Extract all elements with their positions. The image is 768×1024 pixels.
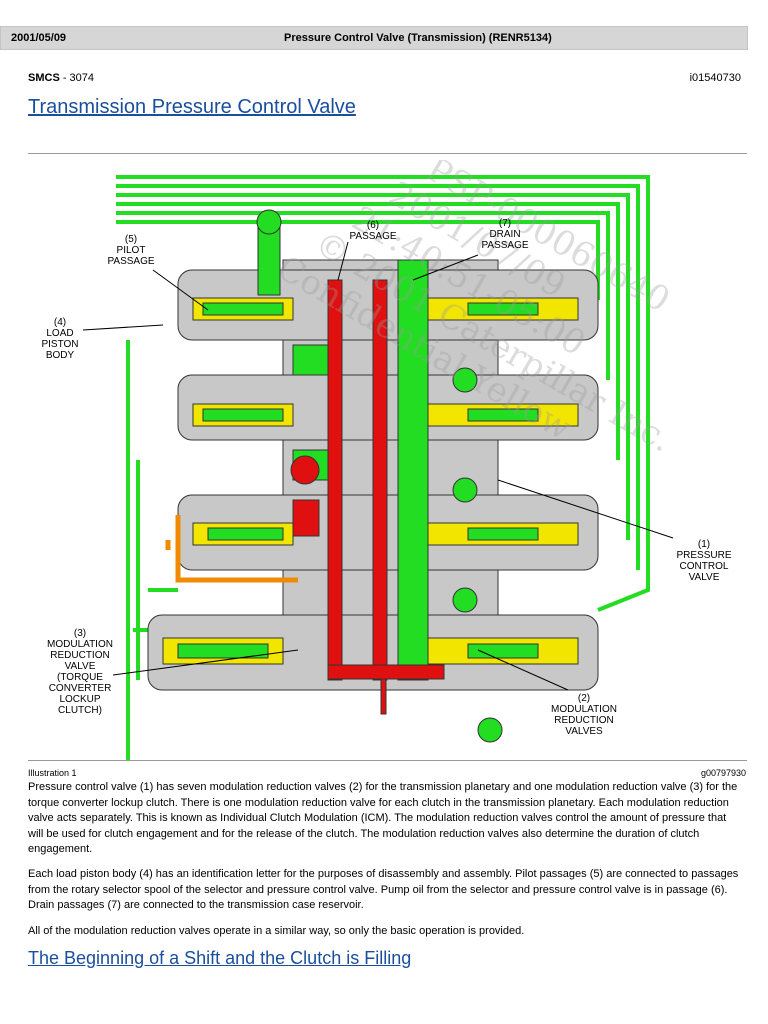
label-mrvs-reduction: REDUCTION — [554, 715, 613, 726]
smcs-label: SMCS — [28, 72, 60, 84]
illustration-id: g00797930 — [700, 768, 746, 778]
label-passage: PASSAGE — [349, 231, 396, 242]
label-body: BODY — [46, 350, 75, 361]
label-piston: PISTON — [41, 339, 78, 350]
label-mrv-valve: VALVE — [65, 661, 96, 672]
label-pcv-control: CONTROL — [680, 561, 729, 572]
label-pilot-passage: PASSAGE — [107, 256, 154, 267]
leader-lines — [82, 241, 674, 691]
green-passages — [256, 209, 503, 743]
valve-body-group — [147, 269, 599, 691]
callout-labels: (6) PASSAGE (7) DRAIN PASSAGE (5) PILOT … — [41, 218, 731, 737]
section-subtitle-link[interactable]: The Beginning of a Shift and the Clutch … — [28, 948, 412, 968]
label-mrv-converter: CONVERTER — [49, 683, 112, 694]
label-mrv-reduction: REDUCTION — [50, 650, 109, 661]
label-mrv-number: (3) — [74, 628, 86, 639]
label-pilot-number: (5) — [125, 234, 137, 245]
label-mrvs-valves: VALVES — [565, 726, 603, 737]
label-mrvs-number: (2) — [578, 693, 590, 704]
label-passage-number: (6) — [367, 220, 379, 231]
label-mrv-modulation: MODULATION — [47, 639, 113, 650]
header-document-title: Pressure Control Valve (Transmission) (R… — [284, 32, 552, 44]
valve-springs — [177, 302, 539, 659]
document-id: i01540730 — [689, 72, 741, 84]
paragraph: Pressure control valve (1) has seven mod… — [28, 781, 738, 855]
smcs-code: SMCS - 3074 — [28, 72, 94, 84]
illustration-label: Illustration 1 — [28, 768, 77, 778]
smcs-value: - 3074 — [59, 72, 95, 84]
divider-bottom — [28, 760, 747, 761]
label-mrv-torque: (TORQUE — [57, 672, 103, 683]
paragraph: Each load piston body (4) has an identif… — [28, 868, 739, 911]
lockup-lines — [165, 515, 298, 583]
label-mrvs-modulation: MODULATION — [551, 704, 617, 715]
document-header-bar: 2001/05/09 Pressure Control Valve (Trans… — [0, 26, 748, 50]
page-title-link[interactable]: Transmission Pressure Control Valve — [28, 96, 356, 118]
pump-oil-passage — [290, 279, 445, 715]
label-load: LOAD — [46, 328, 73, 339]
label-drain-number: (7) — [499, 218, 511, 229]
label-drain: DRAIN — [489, 229, 520, 240]
label-pilot: PILOT — [117, 245, 146, 256]
label-mrv-lockup: LOCKUP — [59, 694, 100, 705]
label-pcv-valve: VALVE — [689, 572, 720, 583]
label-pcv-pressure: PRESSURE — [676, 550, 731, 561]
divider-top — [28, 153, 747, 154]
label-pcv-number: (1) — [698, 539, 710, 550]
paragraph: All of the modulation reduction valves o… — [28, 925, 525, 937]
header-date: 2001/05/09 — [11, 32, 67, 44]
label-load-number: (4) — [54, 317, 66, 328]
label-drain-passage: PASSAGE — [481, 240, 528, 251]
pressure-control-valve-diagram: PSP-000060640 2001/07/09 21:40:51-05:00 … — [41, 160, 732, 760]
label-mrv-clutch: CLUTCH) — [58, 705, 102, 716]
